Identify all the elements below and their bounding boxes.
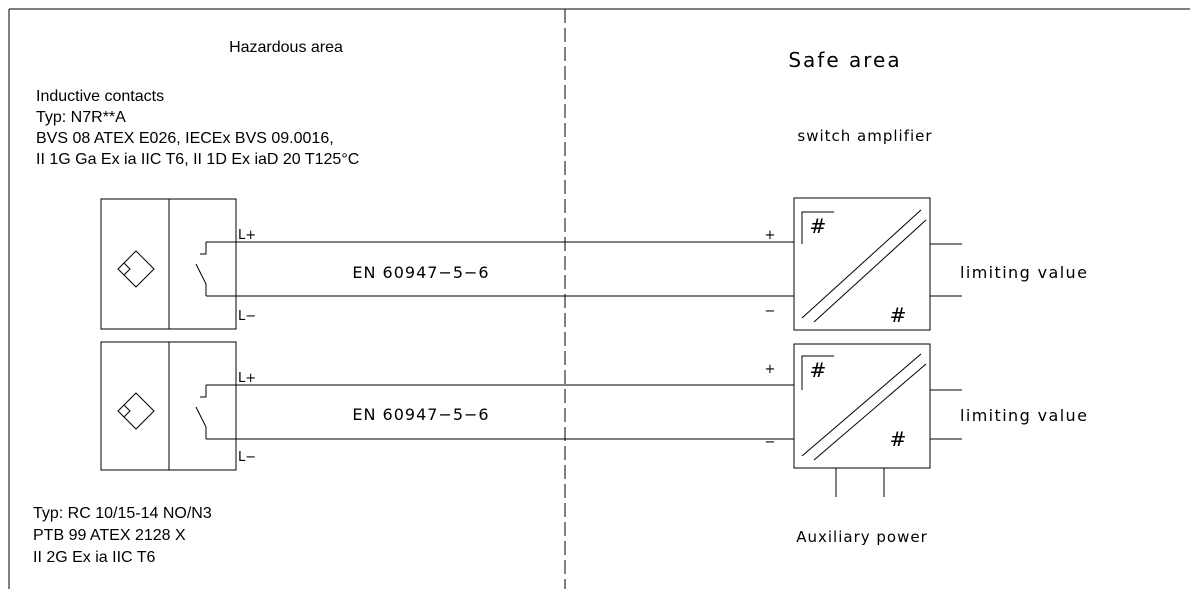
proximity-sensor-icon-inner (123, 404, 131, 418)
terminal-negative: L− (238, 309, 256, 324)
terminal-negative: L− (238, 450, 256, 465)
amplifier-diagonal (813, 363, 927, 461)
circuit-2: L+ L− EN 60947−5−6 + − # # limiting valu… (100, 341, 1088, 497)
spec-line: II 2G Ex ia IIC T6 (33, 549, 156, 566)
amplifier-mark-in: # (810, 214, 827, 238)
limiting-value-label: limiting value (960, 406, 1088, 425)
hazardous-area-title: Hazardous area (229, 39, 343, 56)
amplifier-input-frame (801, 211, 834, 244)
spec-line: Typ: N7R**A (36, 109, 126, 126)
amplifier-diagonal (801, 353, 922, 457)
spec-line: BVS 08 ATEX E026, IECEx BVS 09.0016, (36, 130, 334, 147)
amplifier-mark-out: # (890, 427, 907, 451)
switch-amplifier-box (793, 197, 931, 331)
standard-label: EN 60947−5−6 (352, 405, 489, 424)
switch-amplifier-box (793, 343, 931, 469)
amplifier-positive: + (765, 228, 776, 243)
spec-line: PTB 99 ATEX 2128 X (33, 527, 186, 544)
limiting-value-label: limiting value (960, 263, 1088, 282)
amplifier-mark-out: # (890, 303, 907, 327)
proximity-sensor-icon-inner (123, 262, 131, 276)
safe-area-title: Safe area (788, 48, 901, 72)
terminal-positive: L+ (238, 371, 256, 386)
auxiliary-power-label: Auxiliary power (796, 528, 928, 546)
contact-switch-icon (200, 385, 207, 398)
amplifier-mark-in: # (810, 358, 827, 382)
terminal-positive: L+ (238, 228, 256, 243)
spec-line: Inductive contacts (36, 88, 164, 105)
spec-line: Typ: RC 10/15-14 NO/N3 (33, 505, 212, 522)
amplifier-diagonal (813, 219, 927, 323)
contact-switch-icon (200, 242, 207, 255)
spec-line: II 1G Ga Ex ia IIC T6, II 1D Ex iaD 20 T… (36, 151, 359, 168)
amplifier-input-frame (801, 355, 834, 390)
contact-switch-icon (195, 263, 207, 296)
switch-amplifier-label: switch amplifier (797, 127, 932, 145)
amplifier-negative: − (765, 435, 776, 450)
standard-label: EN 60947−5−6 (352, 263, 489, 282)
amplifier-positive: + (765, 362, 776, 377)
proximity-sensor-icon (117, 392, 155, 430)
circuit-1: L+ L− EN 60947−5−6 + − # # limiting valu… (100, 197, 1088, 331)
proximity-sensor-icon (117, 250, 155, 288)
contact-switch-icon (195, 406, 207, 439)
amplifier-negative: − (765, 304, 776, 319)
bottom-device-spec: Typ: RC 10/15-14 NO/N3 PTB 99 ATEX 2128 … (33, 505, 212, 566)
amplifier-diagonal (801, 209, 922, 319)
top-device-spec: Inductive contacts Typ: N7R**A BVS 08 AT… (36, 88, 359, 168)
